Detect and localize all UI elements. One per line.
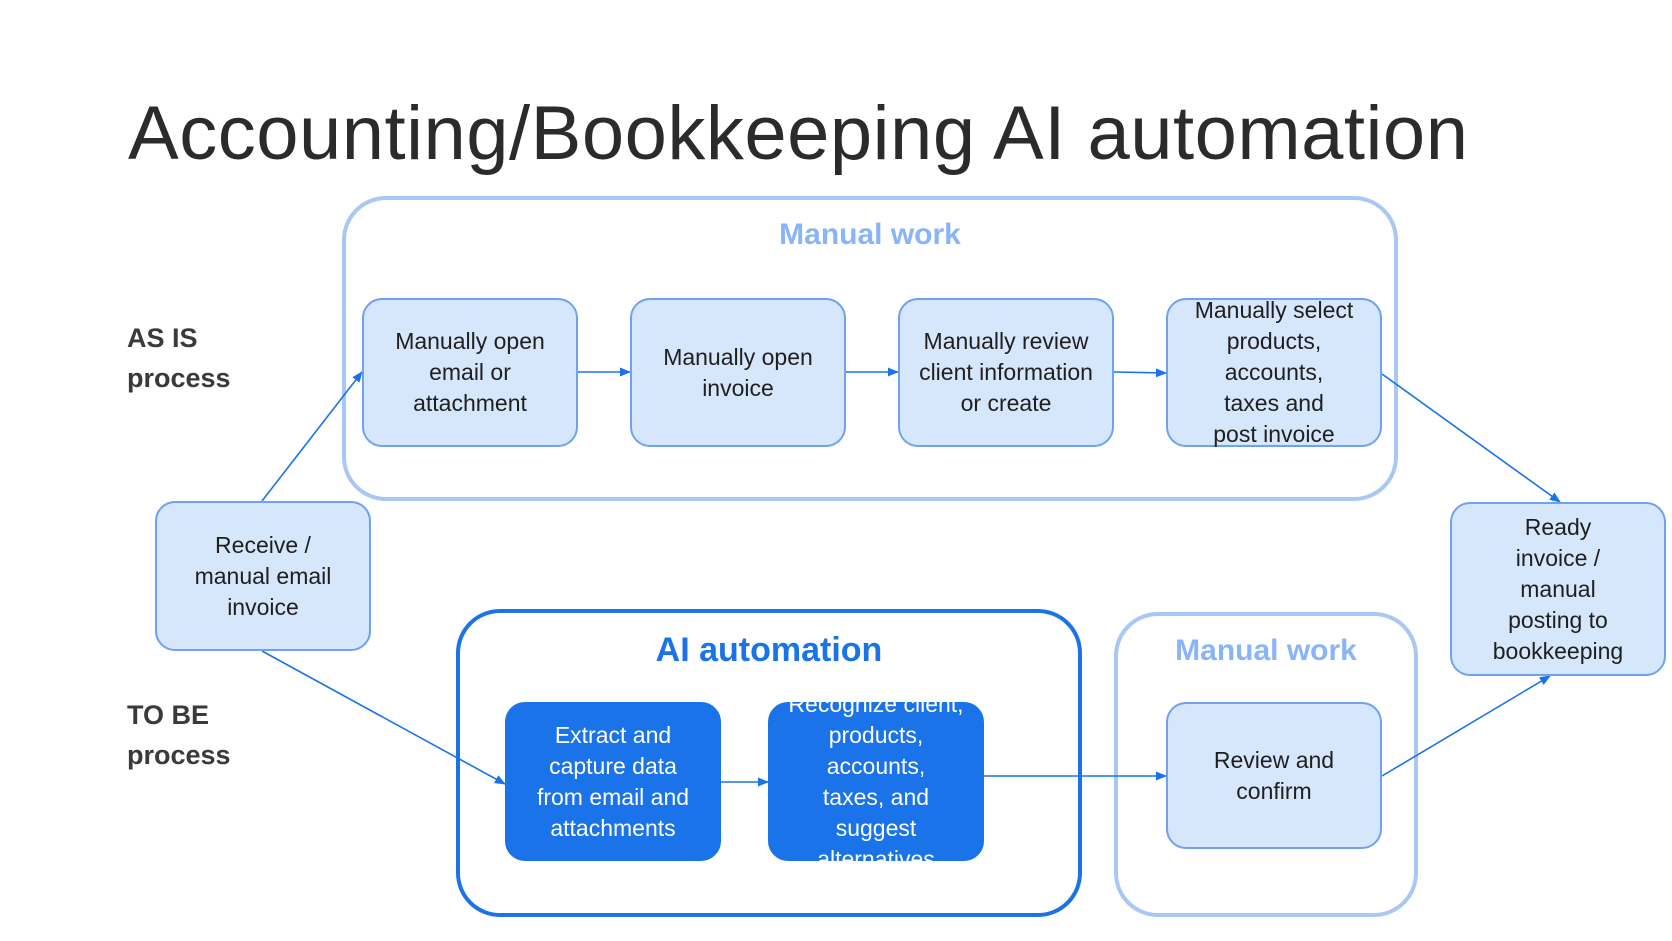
ai-automation-group-label: AI automation xyxy=(655,631,883,669)
manual-work-group-bottom-label: Manual work xyxy=(1175,634,1357,667)
step-ready-text: Ready invoice / manual posting to bookke… xyxy=(1492,513,1624,664)
manual-work-group-top: Manual work xyxy=(342,196,1398,501)
step-ready-invoice: Ready invoice / manual posting to bookke… xyxy=(1450,502,1666,676)
step-extract-text: Extract and capture data from email and … xyxy=(536,721,690,841)
step-receive-manual-email-invoice: Receive / manual email invoice xyxy=(155,501,371,651)
step-recognize-client: Recognize client, products, accounts, ta… xyxy=(768,691,984,872)
to-be-process-label: TO BE process xyxy=(127,700,231,770)
step-open-invoice-text: Manually open invoice xyxy=(663,343,813,401)
step-manually-review-client: Manually review client information or cr… xyxy=(898,298,1114,447)
step-review-confirm-text: Review and confirm xyxy=(1213,746,1335,804)
step-open-email-text: Manually open email or attachment xyxy=(395,328,545,416)
step-select-products-text: Manually select products, accounts, taxe… xyxy=(1194,297,1354,447)
step-receive-text: Receive / manual email invoice xyxy=(194,531,332,620)
step-manually-open-email: Manually open email or attachment xyxy=(362,298,578,447)
step-manually-open-invoice: Manually open invoice xyxy=(630,298,846,447)
as-is-process-label: AS IS process xyxy=(127,323,231,393)
step-review-client-text: Manually review client information or cr… xyxy=(919,328,1093,416)
step-review-and-confirm: Review and confirm xyxy=(1166,702,1382,849)
connector-select-products-to-ready xyxy=(1381,373,1561,503)
step-extract-capture-data: Extract and capture data from email and … xyxy=(505,702,721,861)
page-title: Accounting/Bookkeeping AI automation xyxy=(128,91,1469,176)
manual-work-group-top-label: Manual work xyxy=(779,218,961,251)
step-manually-select-products: Manually select products, accounts, taxe… xyxy=(1166,297,1382,447)
step-recognize-text: Recognize client, products, accounts, ta… xyxy=(788,690,964,872)
